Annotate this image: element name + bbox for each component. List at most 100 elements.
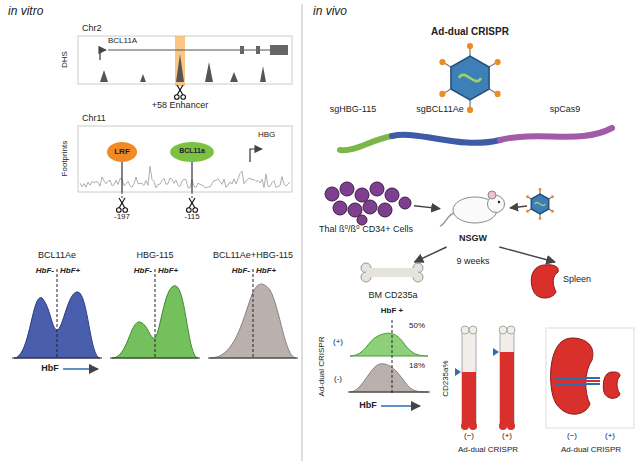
node-label: HBG-115 — [108, 250, 202, 260]
exon — [240, 46, 244, 54]
text-label: LRF — [107, 147, 137, 156]
text-label: sgHBG-115 — [316, 104, 390, 114]
axis-arrow — [381, 405, 420, 407]
text-label: 18% — [404, 361, 430, 370]
text-label: Ad-dual CRISPR — [438, 445, 538, 454]
text-label: BCL11A — [108, 36, 158, 45]
panel-divider — [302, 4, 303, 461]
text-label: (+) — [600, 431, 620, 440]
text-label: in vivo — [313, 5, 373, 19]
footprint-frame — [78, 126, 292, 192]
text-label: HbF — [356, 400, 380, 410]
dhs-peaks — [80, 54, 290, 82]
vessel — [556, 380, 600, 382]
bone-bar — [461, 326, 477, 430]
text-label: HBG — [258, 130, 288, 139]
flow-arrow — [499, 247, 555, 262]
cell-group: Thal ß⁰/ß⁰ CD34+ Cells — [318, 182, 414, 250]
text-label: Chr2 — [82, 23, 122, 33]
text-label: (−) — [459, 431, 479, 440]
vessel — [556, 378, 600, 384]
bone-marrow: BM CD235a — [350, 262, 436, 304]
text-label: 50% — [404, 321, 430, 330]
node-label: Spleen — [563, 274, 623, 284]
text-label: (−) — [562, 431, 582, 440]
text-label: Chr11 — [82, 113, 122, 123]
text-label: DHS — [60, 35, 69, 85]
bcl11a-factor — [170, 142, 214, 162]
gate-line — [392, 320, 393, 394]
text-label: spCas9 — [535, 104, 595, 114]
sg-hbg-segment — [340, 136, 392, 150]
text-label: HbF — [38, 363, 62, 373]
flow-arrow — [414, 206, 440, 209]
sg-bcl11ae-segment — [392, 135, 500, 143]
gate-label: HbF+ — [60, 266, 101, 275]
flow-arrow — [415, 247, 447, 262]
scissors-icon — [187, 198, 198, 212]
exon — [270, 45, 288, 55]
histogram-panel: BCL11AeHbF- HbF+ — [10, 250, 104, 362]
text-label: CD235a% — [441, 344, 450, 414]
gate-line — [57, 269, 58, 358]
bone-bar — [499, 326, 515, 430]
cas9-segment — [500, 128, 612, 140]
lrf-factor — [107, 142, 137, 162]
scissors-icon — [175, 85, 186, 99]
exon — [256, 46, 260, 54]
text-label: Footprints — [60, 129, 69, 189]
node-label: Thal ß⁰/ß⁰ CD34+ Cells — [318, 224, 414, 234]
text-label: Ad-dual CRISPR — [544, 445, 638, 454]
gate-label: HbF+ — [158, 266, 199, 275]
node-label: BCL11Ae — [10, 250, 104, 260]
gene-line — [108, 49, 288, 50]
text-label: (+) — [330, 337, 346, 346]
node-label: NSGW — [440, 233, 506, 243]
mouse-model: NSGW — [440, 183, 506, 247]
axis — [348, 392, 430, 393]
text-label: BCL11a — [171, 147, 213, 155]
text-label: 9 weeks — [443, 256, 503, 266]
text-label: Ad-dual CRISPR — [410, 26, 530, 38]
bone-icon — [361, 263, 423, 282]
histogram — [350, 333, 428, 356]
gate-line — [155, 269, 156, 358]
text-label: -115 — [177, 212, 207, 221]
adenovirus-icon — [526, 188, 554, 220]
histogram-panel: HBG-115HbF- HbF+ — [108, 250, 202, 362]
text-label: +58 Enhancer — [140, 100, 220, 110]
tss-arrow — [100, 50, 106, 60]
text-label: sgBCL11Ae — [403, 104, 477, 114]
mouse-icon — [440, 191, 505, 226]
tss-arrow — [250, 149, 262, 162]
text-label: Ad-dual CRISPR — [317, 327, 326, 407]
text-label: in vitro — [8, 5, 68, 19]
injection-arrow — [510, 206, 527, 208]
gate-label: HbF- — [13, 266, 54, 275]
node-label: BCL11Ae+HBG-115 — [206, 250, 300, 260]
gate-label: HbF- — [209, 266, 250, 275]
text-label: (+) — [497, 431, 517, 440]
site-line — [122, 192, 123, 198]
level-marker — [455, 368, 461, 376]
gate-label: HbF+ — [256, 266, 297, 275]
text-label: -197 — [107, 212, 137, 221]
adenovirus-icon — [439, 43, 500, 113]
axis-arrow — [63, 368, 98, 370]
site-line — [121, 162, 122, 192]
site-line — [191, 162, 192, 192]
gate-label: HbF- — [111, 266, 152, 275]
chart-frame — [546, 328, 634, 428]
text-label: (-) — [330, 374, 346, 383]
text-label: HbF + — [372, 306, 412, 315]
spleen-icon — [531, 265, 558, 298]
spleen-organ: Spleen — [525, 262, 625, 302]
footprint-trace — [80, 166, 290, 188]
histogram-panel: BCL11Ae+HBG-115HbF- HbF+ — [206, 250, 300, 362]
level-marker — [493, 348, 499, 356]
spleen-small — [603, 372, 620, 398]
node-label: BM CD235a — [350, 290, 436, 300]
gate-line — [253, 269, 254, 358]
site-line — [192, 192, 193, 198]
